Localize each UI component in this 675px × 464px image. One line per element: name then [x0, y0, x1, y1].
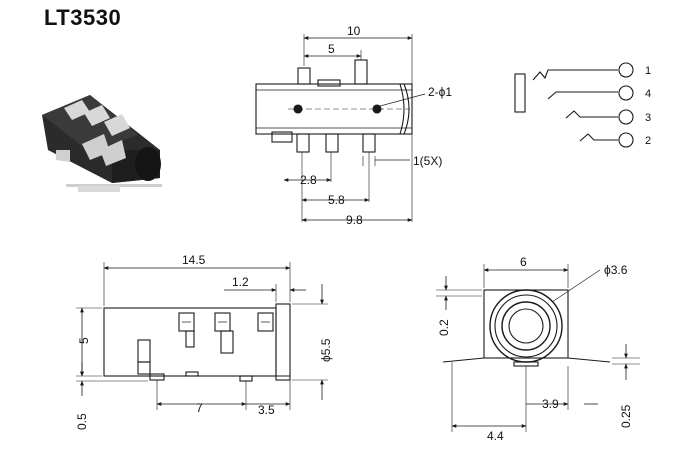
pin-4-terminal	[618, 85, 634, 101]
post	[137, 339, 151, 363]
dim-pad-distance-label: 4.4	[487, 429, 504, 443]
outer-barrel	[489, 289, 563, 363]
hole-callout-label: 2-ϕ1	[428, 85, 452, 99]
front-view	[436, 264, 640, 432]
pin-tab	[325, 133, 339, 153]
pin-1-label: 1	[645, 65, 651, 77]
solder-tab	[239, 375, 253, 382]
dim-gap-label: 0.2	[437, 319, 451, 336]
dim-offset-label: 0.5	[75, 413, 89, 430]
dim-flange-label: 1.2	[232, 275, 249, 289]
contact-spring	[104, 114, 130, 136]
dim-thickness-label: 0.25	[619, 404, 633, 428]
pin-tab	[297, 67, 311, 85]
pin-width-label: 1(5X)	[413, 154, 442, 168]
pin-4-wire	[547, 91, 618, 100]
dim-tail-label: 3.5	[258, 403, 275, 417]
bore-diameter-label: ϕ3.6	[604, 263, 628, 277]
pin-2-wire	[579, 133, 618, 142]
pin-3-wire	[565, 110, 618, 119]
barrel-ring	[494, 294, 558, 358]
dim-b-label: 5.8	[328, 193, 345, 207]
jack-symbol	[514, 73, 526, 113]
pin-2-label: 2	[645, 135, 651, 147]
pin-tab	[296, 133, 310, 153]
dim-pin-pitch-label: 7	[196, 401, 203, 415]
dim-c-label: 9.8	[346, 213, 363, 227]
contact-spring	[100, 140, 126, 166]
contact-spring	[64, 100, 90, 120]
pin-3-label: 3	[645, 112, 651, 124]
dim-length-label: 14.5	[182, 253, 206, 267]
inner-bore	[508, 308, 544, 344]
pin-tab	[271, 131, 293, 143]
terminal-lead	[185, 330, 195, 348]
solder-tab	[56, 150, 70, 162]
bore-hole	[501, 301, 551, 351]
contact-spring	[84, 105, 110, 126]
pin-tab	[354, 59, 368, 85]
dim-diameter-label: ϕ5.5	[319, 338, 333, 362]
dim-height-label: 5	[77, 337, 91, 344]
solder-tab	[149, 373, 165, 381]
contact-window	[257, 312, 274, 332]
pin-3-terminal	[618, 109, 634, 125]
dim-front-width-label: 6	[520, 255, 527, 269]
dim-center-label: 3.9	[542, 397, 559, 411]
dim-a-label: 2.8	[300, 173, 317, 187]
pin-tab	[362, 133, 376, 153]
component-3d-image	[42, 95, 162, 192]
pin-1-wire	[532, 69, 618, 81]
top-view	[255, 34, 426, 222]
part-number-title: LT3530	[44, 5, 122, 30]
barrel-edge	[399, 83, 405, 135]
side-view-body	[103, 307, 277, 377]
pin-2-terminal	[618, 132, 634, 148]
jack-barrel	[135, 147, 161, 181]
dim-pitch-label: 5	[328, 42, 335, 56]
solder-tab	[78, 186, 120, 192]
dim-width-label: 10	[347, 24, 361, 38]
side-view	[76, 262, 328, 410]
terminal-lead	[220, 330, 234, 354]
post	[137, 361, 151, 375]
front-flange	[275, 303, 291, 381]
pin-1-terminal	[618, 62, 634, 78]
pin-schematic	[514, 62, 634, 148]
pin-4-label: 4	[645, 88, 651, 100]
